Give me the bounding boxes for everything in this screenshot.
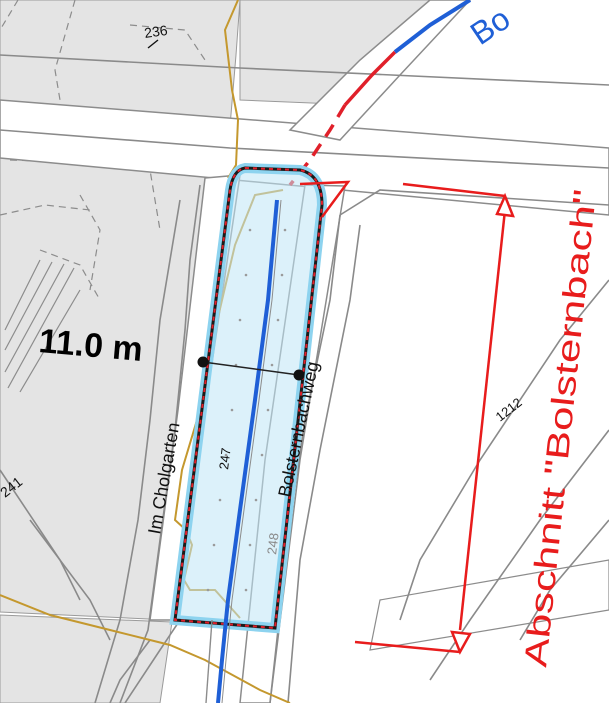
parcel-label-236: 236 [143, 22, 169, 41]
parcel-southwest [0, 614, 173, 703]
stream-centerline-shadow [221, 199, 282, 703]
corridor-perimeter-red-dash [173, 166, 324, 630]
corridor-grid-dots [206, 228, 287, 592]
parcel-236-tick [147, 39, 159, 49]
road-south-corner [369, 559, 609, 651]
road-diagonal-northeast [288, 0, 472, 141]
width-dimension-line [202, 361, 300, 376]
road-edge-lines [0, 54, 609, 703]
stream-upstream [393, 0, 472, 54]
stream-downstream-edge [205, 619, 213, 703]
stream-centerline [216, 199, 279, 703]
parcel-label-247: 247 [216, 447, 234, 470]
road-main-horizontal [0, 99, 609, 216]
hatched-building [4, 259, 81, 393]
section-marker [354, 182, 515, 655]
parcel-label-248: 248 [264, 532, 282, 555]
section-start-wedge [299, 180, 351, 218]
width-dimension-node-left [197, 356, 209, 368]
width-dimension-label: 11.0 m [37, 322, 144, 369]
width-dimension-node-right [293, 369, 305, 381]
